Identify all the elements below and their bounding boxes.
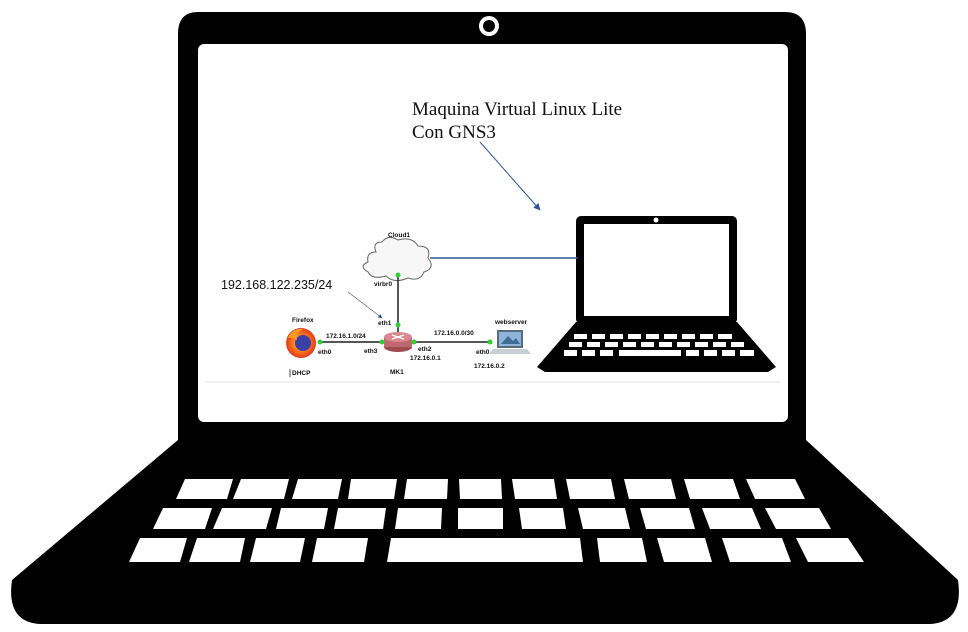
cloud-name-label: Cloud1	[388, 232, 411, 239]
firefox-icon	[286, 328, 316, 358]
server-name-label: webserver	[495, 319, 528, 326]
title-arrow	[479, 141, 541, 211]
monitor-icon	[489, 330, 531, 354]
router-eth2-ip-label: 172.16.0.1	[410, 355, 441, 362]
router-eth3-label: eth3	[364, 348, 378, 355]
server-ip-label: 172.16.0.2	[474, 363, 505, 370]
vm-laptop-icon	[537, 216, 776, 372]
server-network-label: 172.16.0.0/30	[434, 330, 474, 337]
cloud-icon	[362, 236, 432, 282]
client-name-label: Firefox	[292, 317, 314, 324]
client-dhcp-label: DHCP	[292, 370, 311, 377]
client-port-label: eth0	[318, 349, 332, 356]
title-line-2: Con GNS3	[412, 122, 496, 143]
port-eth1-dot	[395, 322, 401, 328]
server-port-label: eth0	[476, 349, 490, 356]
port-eth2-dot	[411, 339, 417, 345]
router-icon	[384, 332, 412, 352]
laptop-base	[11, 440, 959, 624]
router-eth1-label: eth1	[378, 320, 392, 327]
host-ip-label: 192.168.122.235/24	[221, 278, 333, 292]
client-network-label: 172.16.1.0/24	[326, 333, 366, 340]
router-eth2-label: eth2	[418, 346, 432, 353]
laptop-keyboard	[129, 479, 864, 562]
port-eth0-server-dot	[487, 339, 493, 345]
port-eth3-dot	[379, 339, 385, 345]
host-ip-arrow	[347, 291, 383, 319]
router-name-label: MK1	[390, 369, 404, 376]
port-eth0-client-dot	[317, 339, 323, 345]
cloud-port-label: virbr0	[374, 281, 393, 288]
title-line-1: Maquina Virtual Linux Lite	[412, 99, 623, 120]
port-virbr0-dot	[395, 272, 401, 278]
